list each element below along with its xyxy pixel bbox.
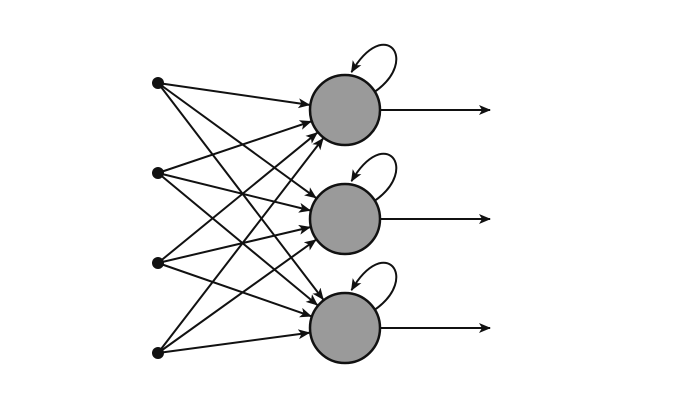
edge-input-1-to-neuron-1 xyxy=(157,82,311,109)
connections xyxy=(157,82,324,354)
output-arrows xyxy=(380,105,491,333)
edge-input-2-to-neuron-3 xyxy=(157,172,319,306)
edge-input-2-to-neuron-2 xyxy=(157,172,312,213)
self-loops xyxy=(350,43,398,311)
input-node-1 xyxy=(152,77,164,89)
input-node-2 xyxy=(152,167,164,179)
edge-input-3-to-neuron-1 xyxy=(157,132,318,264)
edge-input-4-to-neuron-2 xyxy=(157,239,317,354)
input-node-4 xyxy=(152,347,164,359)
neuron-2 xyxy=(308,182,382,256)
neuron-3 xyxy=(308,291,382,365)
edge-input-4-to-neuron-1 xyxy=(157,137,324,354)
neuron-1 xyxy=(308,73,382,147)
edge-input-4-to-neuron-3 xyxy=(157,329,311,354)
edge-input-2-to-neuron-1 xyxy=(157,120,312,174)
self-loop-neuron-3 xyxy=(350,261,398,311)
neurons xyxy=(308,73,382,365)
edge-input-1-to-neuron-2 xyxy=(157,82,317,199)
edge-input-1-to-neuron-3 xyxy=(157,82,324,301)
self-loop-neuron-2 xyxy=(350,152,398,202)
input-nodes xyxy=(152,77,164,359)
edge-input-3-to-neuron-2 xyxy=(157,224,311,264)
input-node-3 xyxy=(152,257,164,269)
self-loop-neuron-1 xyxy=(350,43,398,93)
edge-input-3-to-neuron-3 xyxy=(157,262,312,318)
